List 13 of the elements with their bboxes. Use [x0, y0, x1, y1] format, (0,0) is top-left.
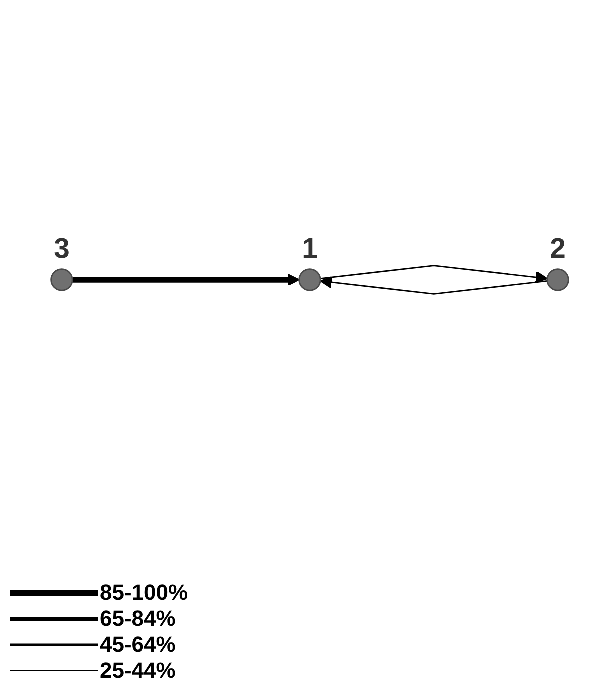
- node-number: 2: [550, 233, 566, 266]
- legend-text: 25-44%: [100, 658, 176, 684]
- sphere-node: [50, 268, 74, 292]
- sphere-node: [298, 268, 322, 292]
- arrow: [72, 274, 300, 286]
- node-number: 1: [302, 233, 318, 266]
- sphere-node: [546, 268, 570, 292]
- node-number: 3: [54, 233, 70, 266]
- arrow: [320, 265, 548, 284]
- arrow: [320, 276, 548, 295]
- legend-text: 85-100%: [100, 580, 188, 606]
- legend-text: 45-64%: [100, 632, 176, 658]
- legend-text: 65-84%: [100, 606, 176, 632]
